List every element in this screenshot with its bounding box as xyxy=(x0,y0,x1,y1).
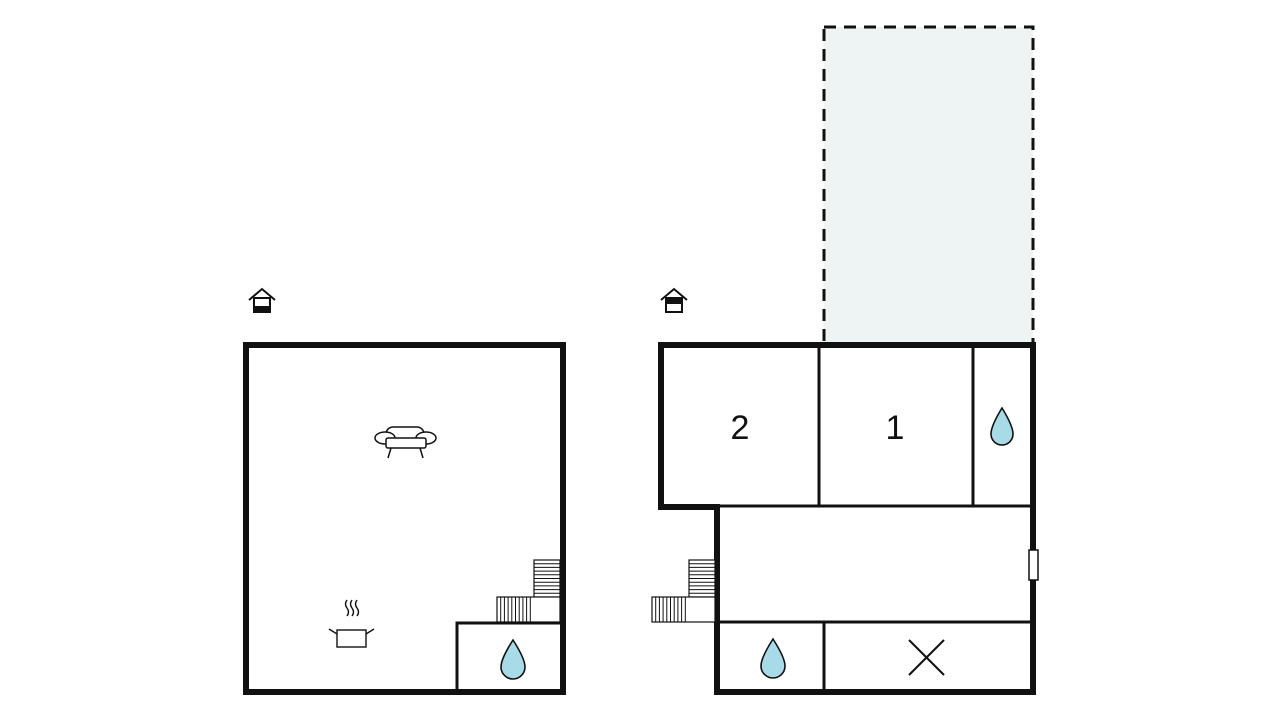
right-floor-plan: 2 1 xyxy=(651,25,1039,695)
staircase-icon xyxy=(496,559,561,623)
staircase-icon xyxy=(651,559,716,623)
water-drop-icon xyxy=(500,638,526,680)
left-floor-plan xyxy=(243,287,566,695)
room-label-2: 2 xyxy=(731,409,750,447)
house-entrance-icon xyxy=(660,287,688,313)
water-drop-icon xyxy=(760,637,786,679)
cooking-pot-icon xyxy=(328,599,375,648)
house-entrance-icon xyxy=(248,287,276,313)
terrace-area xyxy=(822,25,1035,347)
left-outer-wall xyxy=(243,342,566,695)
window-icon xyxy=(1028,549,1039,581)
left-bathroom-wall xyxy=(455,621,563,692)
sofa-icon xyxy=(374,426,437,459)
water-drop-icon xyxy=(990,406,1014,446)
room-label-1: 1 xyxy=(886,409,905,447)
right-outer-wall xyxy=(658,342,1036,695)
cross-icon xyxy=(908,639,945,676)
